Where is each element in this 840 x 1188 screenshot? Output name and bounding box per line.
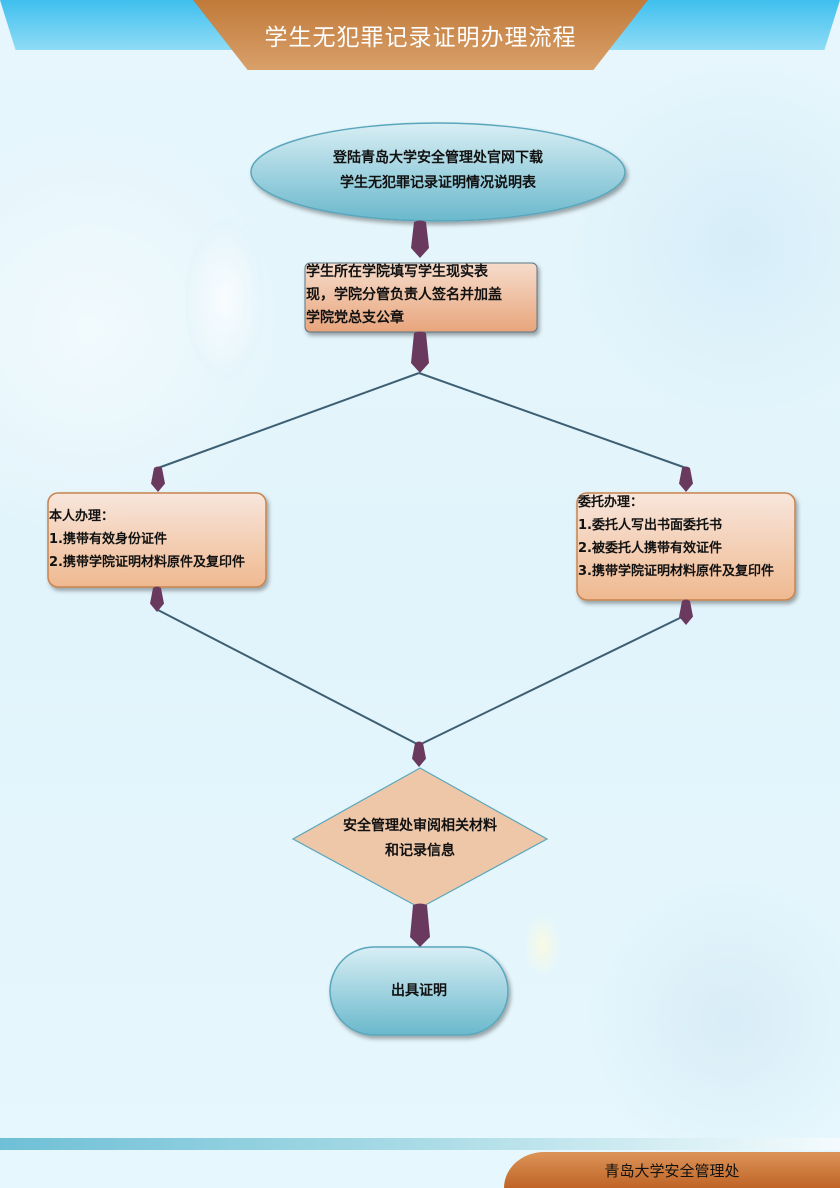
connector-line bbox=[418, 372, 687, 469]
connector-arrow-icon bbox=[151, 466, 165, 492]
review-text: 安全管理处审阅相关材料 和记录信息 bbox=[300, 814, 540, 864]
connector-arrow-icon bbox=[679, 599, 693, 625]
review-line-1: 安全管理处审阅相关材料 bbox=[343, 818, 497, 834]
proxy-line-4: 3.携带学院证明材料原件及复印件 bbox=[578, 564, 774, 579]
connector-arrow-icon bbox=[412, 741, 426, 767]
start-oval bbox=[250, 122, 626, 222]
connector-arrow-icon bbox=[679, 466, 693, 492]
footer-org: 青岛大学安全管理处 bbox=[604, 1162, 740, 1180]
connector-arrow-icon bbox=[411, 220, 429, 258]
college-line-3: 学院党总支公章 bbox=[306, 310, 404, 326]
proxy-branch-text: 委托办理： 1.委托人写出书面委托书 2.被委托人携带有效证件 3.携带学院证明… bbox=[578, 491, 796, 583]
proxy-line-3: 2.被委托人携带有效证件 bbox=[578, 541, 722, 556]
review-line-2: 和记录信息 bbox=[385, 843, 455, 859]
connector-arrow-icon bbox=[410, 903, 430, 947]
proxy-line-2: 1.委托人写出书面委托书 bbox=[578, 518, 722, 533]
page-title: 学生无犯罪记录证明办理流程 bbox=[264, 25, 577, 51]
header-banner bbox=[193, 0, 648, 70]
start-text: 登陆青岛大学安全管理处官网下载 学生无犯罪记录证明情况说明表 bbox=[251, 146, 625, 196]
end-terminator bbox=[329, 946, 509, 1036]
connector-arrow-icon bbox=[150, 586, 164, 612]
self-line-1: 本人办理： bbox=[49, 509, 115, 524]
connector-line bbox=[157, 609, 420, 746]
end-text: 出具证明 bbox=[391, 983, 447, 999]
self-line-2: 1.携带有效身份证件 bbox=[49, 532, 167, 547]
college-step-text: 学生所在学院填写学生现实表 现，学院分管负责人签名并加盖 学院党总支公章 bbox=[306, 261, 538, 330]
college-line-2: 现，学院分管负责人签名并加盖 bbox=[306, 287, 502, 303]
footer-bar bbox=[0, 1138, 840, 1150]
college-line-1: 学生所在学院填写学生现实表 bbox=[306, 264, 488, 280]
self-line-3: 2.携带学院证明材料原件及复印件 bbox=[49, 555, 245, 570]
start-line-1: 登陆青岛大学安全管理处官网下载 bbox=[333, 150, 543, 166]
start-line-2: 学生无犯罪记录证明情况说明表 bbox=[340, 175, 536, 191]
self-branch-text: 本人办理： 1.携带有效身份证件 2.携带学院证明材料原件及复印件 bbox=[49, 505, 267, 574]
footer-tab bbox=[504, 1152, 840, 1188]
connector-line bbox=[418, 614, 687, 746]
connector-line bbox=[157, 372, 420, 469]
connector-arrow-icon bbox=[411, 331, 429, 373]
proxy-line-1: 委托办理： bbox=[578, 495, 644, 510]
